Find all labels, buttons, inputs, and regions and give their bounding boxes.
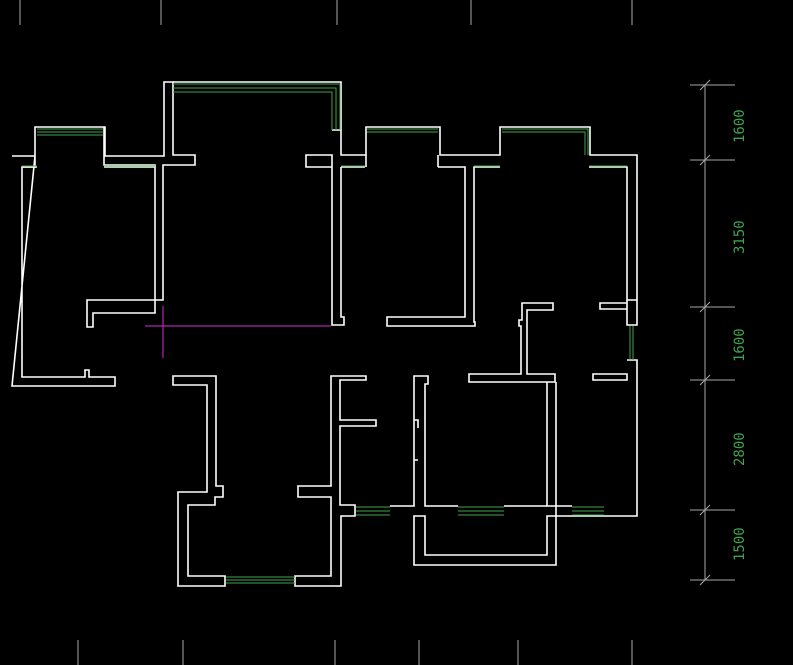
dimension-label-3150: 3150 (732, 220, 748, 254)
window-top-right (502, 128, 589, 155)
dimension-chain: 1600 3150 1600 2800 1500 (690, 79, 748, 586)
grid-ticks (19, 0, 633, 665)
dimension-label-1600-top: 1600 (732, 109, 748, 143)
floor-plan-walls (11, 81, 638, 587)
window-right-side (629, 326, 634, 360)
window-top-left (37, 128, 103, 136)
wall-hallway (172, 375, 226, 587)
wall-middle-bedroom (341, 155, 500, 327)
wall-left-bedroom (11, 81, 196, 387)
window-bottom-2 (458, 506, 504, 516)
wall-living-top (173, 81, 638, 326)
window-bottom-3 (572, 506, 604, 516)
wall-lower-bedroom (390, 375, 572, 566)
window-bottom-1 (356, 506, 390, 516)
window-top-center (173, 83, 341, 130)
crosshair-cursor-icon (145, 306, 331, 358)
wall-living-lower (294, 375, 377, 587)
dimension-label-1500: 1500 (732, 527, 748, 561)
wall-right-bathroom (468, 300, 638, 517)
window-bottom-hall (226, 576, 295, 584)
dimension-label-1600-middle: 1600 (732, 328, 748, 362)
windows (22, 83, 634, 584)
dimension-label-2800: 2800 (732, 432, 748, 466)
window-top-middle (367, 128, 438, 133)
